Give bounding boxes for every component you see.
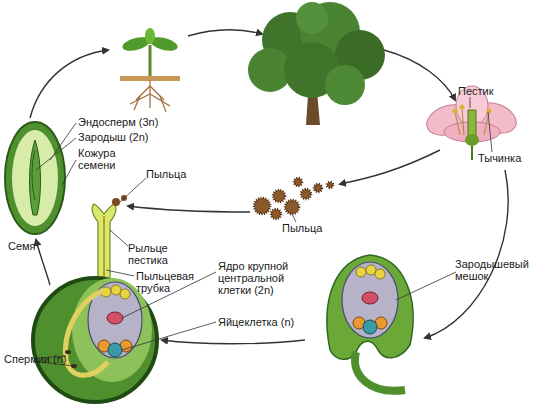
part-label: Ядро крупной центральной клетки (2n) bbox=[218, 260, 313, 296]
flower bbox=[423, 86, 521, 160]
part-label: Зародыш (2n) bbox=[78, 131, 178, 143]
part-label: Рыльце пестика bbox=[128, 242, 198, 266]
seed bbox=[5, 122, 65, 234]
part-label: Эндосперм (3n) bbox=[78, 116, 188, 128]
leader-lines bbox=[36, 97, 492, 366]
part-label: Спермии (n) bbox=[4, 353, 84, 365]
tree bbox=[248, 2, 385, 125]
ovule bbox=[327, 255, 413, 391]
part-label: Тычинка bbox=[478, 152, 538, 164]
part-label: Зародышевый мешок bbox=[455, 258, 535, 282]
part-label: Пестик bbox=[458, 85, 528, 97]
part-label: Пыльцевая трубка bbox=[136, 270, 216, 294]
seedling bbox=[120, 28, 180, 112]
part-label: Пыльца bbox=[282, 222, 342, 234]
part-label: Семя bbox=[8, 240, 58, 252]
pistil-stigma bbox=[92, 195, 127, 290]
pollen-grains bbox=[254, 178, 333, 219]
part-label: Кожура семени bbox=[78, 147, 138, 171]
part-label: Яйцеклетка (n) bbox=[218, 316, 318, 328]
part-label: Пыльца bbox=[146, 168, 206, 180]
ovary-section bbox=[33, 278, 157, 402]
